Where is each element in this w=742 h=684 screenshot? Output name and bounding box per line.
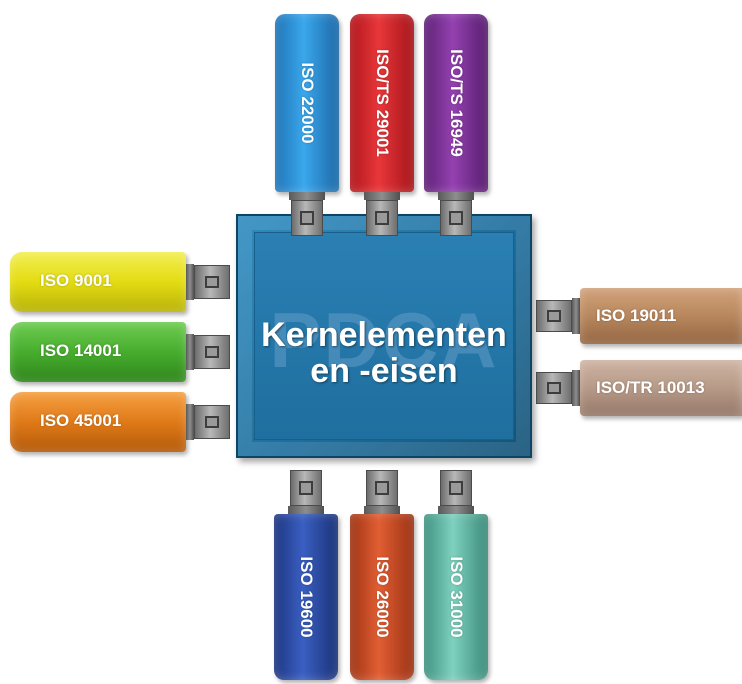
stick-label: ISO 45001: [40, 411, 122, 430]
stick-label: ISO/TS 16949: [447, 49, 466, 157]
hub-title-line1: Kernelementen: [261, 316, 507, 354]
stick-label: ISO 9001: [40, 271, 112, 290]
stick-body: ISO 22000: [275, 14, 339, 192]
stick-body: ISO 9001: [10, 252, 186, 312]
stick-collar: [186, 264, 194, 300]
usb-plug: [440, 470, 472, 506]
stick-label: ISO 22000: [298, 62, 317, 144]
stick-body: ISO 26000: [350, 514, 414, 680]
usb-plug: [194, 265, 230, 299]
usb-plug: [536, 372, 572, 404]
usb-stick-top-3: ISO/TS 16949: [424, 14, 488, 236]
central-hub: PDCA Kernelementen en -eisen: [236, 214, 532, 458]
stick-body: ISO 45001: [10, 392, 186, 452]
usb-stick-top-2: ISO/TS 29001: [350, 14, 414, 236]
usb-plug: [194, 405, 230, 439]
stick-label: ISO 19011: [596, 306, 677, 325]
stick-label: ISO 31000: [447, 556, 466, 638]
stick-label: ISO/TR 10013: [596, 378, 705, 397]
usb-plug: [440, 200, 472, 236]
stick-collar: [438, 192, 474, 200]
stick-collar: [186, 334, 194, 370]
usb-stick-bottom-3: ISO 31000: [424, 470, 488, 680]
hub-title-line2: en -eisen: [310, 352, 458, 390]
stick-body: ISO 19011: [580, 288, 742, 344]
usb-stick-left-3: ISO 45001: [10, 392, 232, 452]
usb-stick-right-1: ISO 19011: [536, 288, 742, 344]
usb-stick-left-2: ISO 14001: [10, 322, 232, 382]
stick-label: ISO/TS 29001: [373, 49, 392, 157]
stick-body: ISO/TS 29001: [350, 14, 414, 192]
pdca-watermark: PDCA: [269, 296, 499, 384]
stick-collar: [288, 506, 324, 514]
usb-plug: [366, 470, 398, 506]
stick-collar: [438, 506, 474, 514]
stick-body: ISO/TR 10013: [580, 360, 742, 416]
usb-plug: [291, 200, 323, 236]
stick-collar: [289, 192, 325, 200]
stick-collar: [572, 298, 580, 334]
usb-stick-right-2: ISO/TR 10013: [536, 360, 742, 416]
usb-plug: [536, 300, 572, 332]
usb-plug: [290, 470, 322, 506]
usb-plug: [366, 200, 398, 236]
stick-label: ISO 26000: [373, 556, 392, 638]
stick-label: ISO 19600: [297, 556, 316, 638]
usb-stick-top-1: ISO 22000: [275, 14, 339, 236]
stick-collar: [364, 506, 400, 514]
stick-collar: [364, 192, 400, 200]
stick-body: ISO 19600: [274, 514, 338, 680]
usb-stick-bottom-1: ISO 19600: [274, 470, 338, 680]
stick-label: ISO 14001: [40, 341, 122, 360]
stick-body: ISO 14001: [10, 322, 186, 382]
hub-face: PDCA Kernelementen en -eisen: [254, 232, 514, 440]
stick-body: ISO/TS 16949: [424, 14, 488, 192]
stick-collar: [572, 370, 580, 406]
usb-stick-bottom-2: ISO 26000: [350, 470, 414, 680]
stick-body: ISO 31000: [424, 514, 488, 680]
usb-stick-left-1: ISO 9001: [10, 252, 232, 312]
stick-collar: [186, 404, 194, 440]
usb-plug: [194, 335, 230, 369]
hub-title: Kernelementen en -eisen: [255, 317, 513, 389]
